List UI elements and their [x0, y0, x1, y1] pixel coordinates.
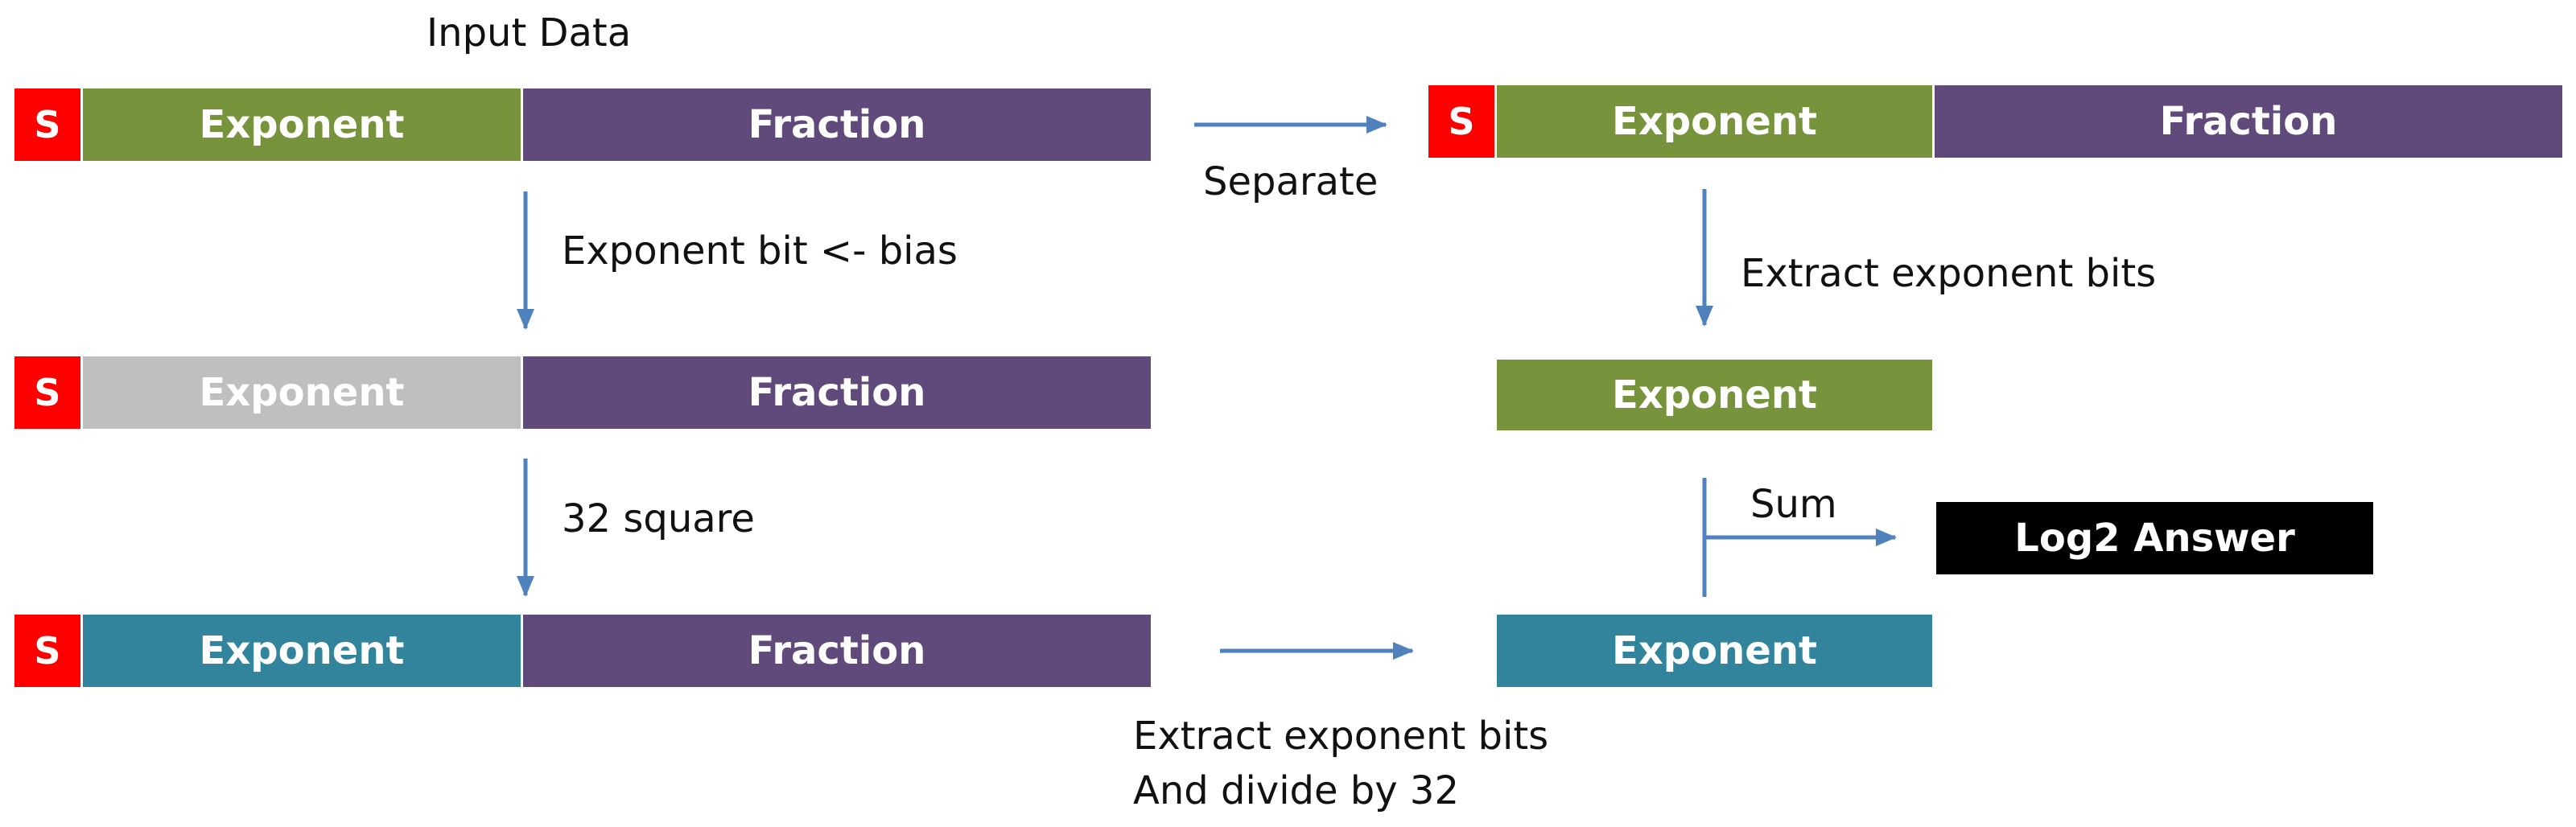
- row3-exponent-box: Exponent: [83, 615, 521, 687]
- exponent-bias-label: Exponent bit <- bias: [562, 228, 958, 274]
- separate-label: Separate: [1203, 159, 1379, 204]
- row3-sign-box: S: [14, 615, 80, 687]
- row1-fraction-box: Fraction: [523, 88, 1151, 161]
- row2-fraction-box: Fraction: [523, 356, 1151, 429]
- extract-divide-label-line2: And divide by 32: [1133, 768, 1459, 813]
- row1-right-sign-box: S: [1428, 85, 1494, 158]
- row2-right-exponent-box: Exponent: [1497, 360, 1932, 430]
- row3-right-exponent-box: Exponent: [1497, 615, 1932, 687]
- row1-right-exponent-box: Exponent: [1497, 85, 1932, 158]
- row2-exponent-box: Exponent: [83, 356, 521, 429]
- row1-exponent-box: Exponent: [83, 88, 521, 161]
- extract-exponent-bits-label: Extract exponent bits: [1741, 251, 2157, 296]
- row3-fraction-box: Fraction: [523, 615, 1151, 687]
- row1-sign-box: S: [14, 88, 80, 161]
- row1-right-fraction-box: Fraction: [1935, 85, 2562, 158]
- input-data-label: Input Data: [427, 10, 632, 56]
- square-label: 32 square: [562, 496, 755, 541]
- sum-label: Sum: [1750, 482, 1837, 527]
- row2-sign-box: S: [14, 356, 80, 429]
- extract-divide-label-line1: Extract exponent bits: [1133, 714, 1549, 759]
- log2-answer-box: Log2 Answer: [1936, 502, 2373, 574]
